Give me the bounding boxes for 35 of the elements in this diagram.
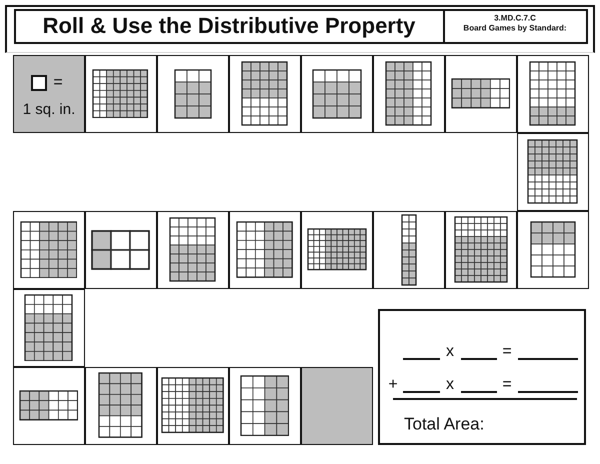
board-space (373, 55, 445, 133)
total-area-label: Total Area: (404, 416, 484, 434)
title-text: Roll & Use the Distributive Property (42, 14, 416, 38)
board-space (229, 55, 301, 133)
start-space (13, 55, 85, 133)
unit-label: 1 sq. in. (22, 102, 76, 118)
board-space (229, 367, 301, 445)
board-space (85, 211, 157, 289)
finish-space (301, 367, 373, 445)
series-label: Board Games by Standard: (463, 24, 567, 34)
board-space (157, 211, 229, 289)
board-space (445, 55, 517, 133)
equals-sign: = (53, 74, 63, 92)
board-space (445, 211, 517, 289)
board-space (373, 211, 445, 289)
board-space (229, 211, 301, 289)
board-space (517, 133, 589, 211)
board-space (85, 55, 157, 133)
times-sign: x (446, 376, 454, 394)
board-space (517, 55, 589, 133)
board-space (13, 289, 85, 367)
times-sign: x (446, 343, 454, 361)
equals-sign: = (502, 343, 512, 361)
board-space (157, 367, 229, 445)
plus-sign: + (388, 376, 398, 394)
board-space (517, 211, 589, 289)
board-space (13, 211, 85, 289)
board-space (13, 367, 85, 445)
answer-panel (378, 309, 586, 445)
equals-sign: = (502, 376, 512, 394)
board-space (157, 55, 229, 133)
board-space (85, 367, 157, 445)
standard-code: 3.MD.C.7.C (494, 14, 536, 24)
board-space (301, 211, 373, 289)
board-space (301, 55, 373, 133)
